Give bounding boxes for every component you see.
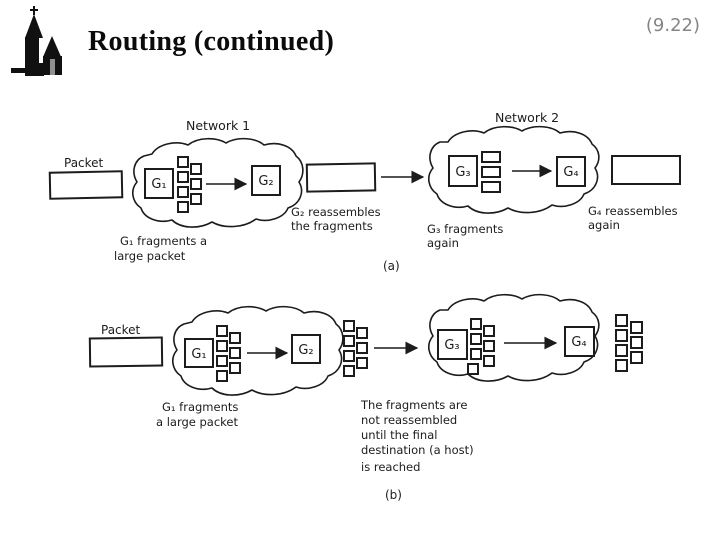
slide-title: Routing (continued) — [88, 26, 335, 57]
fragment-cluster-b1 — [216, 325, 241, 382]
fragment — [216, 325, 228, 337]
fragment — [481, 166, 501, 178]
network1-label: Network 1 — [186, 118, 250, 133]
fragment — [216, 370, 228, 382]
caption-g2-a-line2: the fragments — [291, 219, 373, 233]
gateway-g3-box-a — [448, 155, 478, 187]
gateway-g3-label-a: G₃ — [455, 165, 470, 180]
fragment — [615, 359, 628, 372]
page-number: (9.22) — [645, 15, 700, 36]
gateway-g4-label-b: G₄ — [571, 335, 586, 350]
gateway-g2-label-b: G₂ — [298, 343, 313, 358]
gateway-g2-box-b — [291, 334, 321, 364]
gateway-g2-label-a: G₂ — [258, 174, 273, 189]
fragment — [190, 163, 202, 175]
fragment — [343, 365, 355, 377]
fragment — [343, 335, 355, 347]
packet-rect-b — [88, 336, 164, 368]
diagram-b: Packet G₁ G₂ — [88, 293, 643, 502]
caption-final-line3: until the final — [361, 428, 437, 442]
fragment — [177, 156, 189, 168]
gateway-g3-label-b: G₃ — [444, 338, 459, 353]
caption-g3-a-line1: G₃ fragments — [427, 222, 503, 236]
fragment — [229, 362, 241, 374]
caption-g4-a-line1: G₄ reassembles — [588, 204, 678, 218]
fragment-cluster-a1 — [177, 156, 202, 213]
fragment — [470, 348, 482, 360]
fragment — [630, 321, 643, 334]
caption-g2-a-line1: G₂ reassembles — [291, 205, 381, 219]
diagram-b-label: (b) — [385, 488, 402, 502]
fragment — [615, 329, 628, 342]
gateway-g4-box-a — [556, 156, 586, 187]
fragment — [343, 320, 355, 332]
fragment — [356, 342, 368, 354]
fragment — [229, 332, 241, 344]
diagram-a-label: (a) — [383, 259, 400, 273]
reassembled-packet-rect-a — [305, 162, 377, 193]
caption-final-line4: destination (a host) — [361, 443, 474, 457]
fragment — [177, 201, 189, 213]
caption-g3-a-line2: again — [427, 236, 459, 250]
fragment-cluster-b-mid — [343, 320, 368, 377]
fragment — [470, 318, 482, 330]
fragment — [483, 355, 495, 367]
network2-cloud — [428, 125, 600, 214]
gateway-g1-box-b — [184, 338, 214, 368]
fragment — [229, 347, 241, 359]
fragment — [467, 363, 479, 375]
caption-final-line1: The fragments are — [360, 398, 468, 412]
fragment-cluster-b-end — [615, 314, 643, 372]
diagram-a: Network 1 Network 2 Packet G₁ G₂ — [48, 110, 681, 273]
fragment — [177, 186, 189, 198]
gateway-g1-label-b: G₁ — [191, 347, 206, 362]
fragment — [343, 350, 355, 362]
fragment — [483, 340, 495, 352]
gateway-g1-label-a: G₁ — [151, 177, 166, 192]
final-packet-rect-a — [611, 155, 681, 185]
fragment-cluster-b2 — [467, 318, 495, 375]
fragment — [216, 355, 228, 367]
fragment — [615, 344, 628, 357]
gateway-g2-box-a — [251, 165, 281, 196]
fragment — [177, 171, 189, 183]
gateway-g4-box-b — [564, 326, 595, 357]
fragment — [630, 336, 643, 349]
gateway-g4-label-a: G₄ — [563, 165, 578, 180]
network2-label: Network 2 — [495, 110, 559, 125]
fragment — [190, 193, 202, 205]
caption-g1-a-line2: large packet — [114, 249, 186, 263]
gateway-g3-box-b — [437, 329, 468, 360]
packet-label-b: Packet — [101, 323, 141, 337]
fragment — [470, 333, 482, 345]
caption-g1-b-line2: a large packet — [156, 415, 238, 429]
fragment — [356, 327, 368, 339]
caption-final-line2: not reassembled — [361, 413, 457, 427]
caption-g1-b-line1: G₁ fragments — [162, 400, 238, 414]
fragment-cluster-a2 — [481, 151, 501, 193]
packet-label-a: Packet — [64, 156, 104, 170]
fragment — [356, 357, 368, 369]
gateway-g1-box-a — [144, 168, 174, 199]
church-logo-icon — [11, 6, 62, 76]
network-cloud-b1 — [172, 305, 344, 396]
caption-g1-a-line1: G₁ fragments a — [120, 234, 207, 248]
fragment — [481, 181, 501, 193]
fragment — [630, 351, 643, 364]
caption-final-line5: is reached — [361, 460, 420, 474]
fragment — [615, 314, 628, 327]
fragment — [216, 340, 228, 352]
packet-rect-a — [48, 170, 124, 200]
fragment — [190, 178, 202, 190]
network1-cloud — [132, 137, 304, 228]
fragment — [481, 151, 501, 163]
fragment — [483, 325, 495, 337]
caption-g4-a-line2: again — [588, 218, 620, 232]
